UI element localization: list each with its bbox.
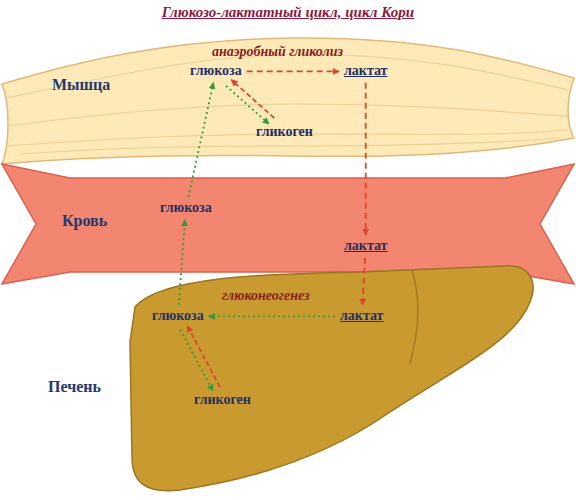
flow-arrow [188,83,213,197]
metabolite-label: глюкоза [158,200,214,217]
liver-outline: Печеньглюконеогенезглюкозалактатгликоген [120,262,540,496]
organ-fill [130,266,533,491]
metabolite-name: гликоген [194,392,251,407]
metabolite-name: глюкоза [160,200,212,215]
metabolite-name: лактат [344,238,387,253]
metabolite-name: глюкоза [152,308,204,323]
metabolite-label: гликоген [192,392,253,409]
flow-arrow [209,315,335,317]
metabolite-label: гликоген [254,124,315,141]
metabolite-label: лактат [342,238,389,255]
organ-detail-line [6,54,568,98]
metabolite-name: гликоген [256,124,313,139]
organ-name: Печень [48,378,101,396]
flow-arrow [365,83,367,235]
flow-arrow [231,80,274,118]
organ-fill [2,38,574,164]
liver-outline-shape [120,262,540,496]
flow-arrow [179,220,185,305]
organ-detail-line [6,104,568,126]
flow-arrow [247,71,339,73]
flow-arrow [226,86,269,124]
process-name: анаэробный гликолиз [212,44,343,60]
metabolite-label: лактат [338,308,385,325]
organ-detail-line [20,138,560,154]
diagram-title: Глюкозо-лактатный цикл, цикл Кори [0,4,576,21]
metabolite-name: глюкоза [190,63,242,78]
organ-name: Кровь [62,212,107,230]
metabolite-label: лактат [342,63,389,80]
metabolite-label: глюкоза [150,308,206,325]
flow-arrow [362,258,365,305]
organ-detail-line [410,270,418,364]
organ-name: Мышца [52,76,110,94]
metabolite-label: глюкоза [188,63,244,80]
flow-arrow [187,326,220,387]
process-name: глюконеогенез [222,288,309,304]
flow-arrow [180,330,213,391]
muscle-outline: Мышца анаэробный гликолиз глюкоза лактат гли… [0,34,576,168]
metabolite-name: лактат [344,63,387,78]
metabolite-name: лактат [340,308,383,323]
